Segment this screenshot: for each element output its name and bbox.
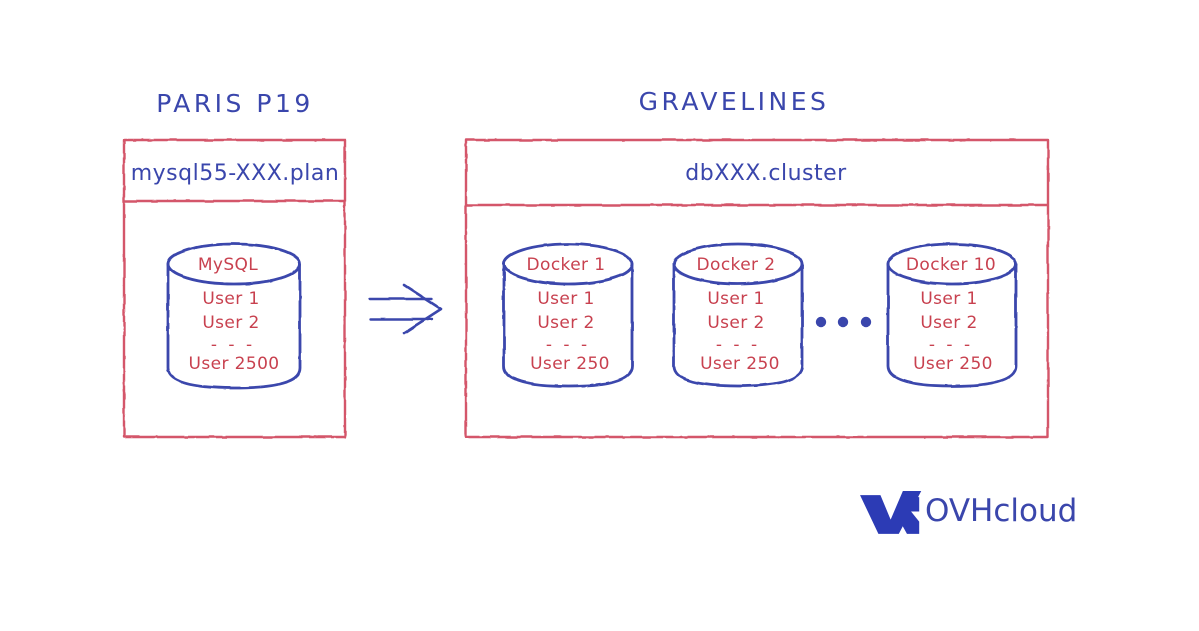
ovhcloud-logo-text: OVHcloud bbox=[925, 493, 1078, 529]
docker-1-ellipsis: - - - bbox=[545, 335, 591, 355]
docker-1-user-line-last: User 250 bbox=[530, 354, 610, 374]
left-zone-title: PARIS P19 bbox=[156, 89, 314, 118]
left-zone-box bbox=[122, 138, 347, 439]
left-zone-header-label: mysql55-XXX.plan bbox=[130, 161, 340, 186]
mysql-user-line-last: User 2500 bbox=[188, 354, 280, 374]
docker-10-user-line-last: User 250 bbox=[913, 354, 993, 374]
docker-1-user-line-2: User 2 bbox=[537, 313, 595, 333]
docker-10-user-line-1: User 1 bbox=[920, 289, 978, 309]
mysql-ellipsis: - - - bbox=[210, 335, 256, 355]
docker-10-title: Docker 10 bbox=[905, 255, 997, 275]
right-zone-box bbox=[464, 138, 1050, 439]
mysql-user-line-1: User 1 bbox=[202, 289, 260, 309]
right-zone-title: GRAVELINES bbox=[638, 87, 830, 116]
mysql-cylinder-title: MySQL bbox=[197, 255, 259, 275]
right-zone-header-label: dbXXX.cluster bbox=[685, 161, 847, 186]
docker-2-user-line-last: User 250 bbox=[700, 354, 780, 374]
migration-arrow-icon bbox=[368, 283, 443, 335]
docker-2-user-line-2: User 2 bbox=[707, 313, 765, 333]
docker-2-ellipsis: - - - bbox=[715, 335, 761, 355]
mysql-database-cylinder bbox=[166, 242, 302, 390]
docker-10-user-line-2: User 2 bbox=[920, 313, 978, 333]
docker-cylinder-10 bbox=[886, 242, 1018, 388]
docker-2-user-line-1: User 1 bbox=[707, 289, 765, 309]
docker-1-user-line-1: User 1 bbox=[537, 289, 595, 309]
docker-2-title: Docker 2 bbox=[696, 255, 776, 275]
docker-cylinder-1 bbox=[502, 242, 634, 388]
ovhcloud-logo-mark bbox=[860, 491, 922, 534]
mysql-user-line-2: User 2 bbox=[202, 313, 260, 333]
docker-1-title: Docker 1 bbox=[526, 255, 606, 275]
cylinder-gap-ellipsis bbox=[815, 316, 872, 328]
docker-cylinder-2 bbox=[672, 242, 804, 388]
docker-10-ellipsis: - - - bbox=[928, 335, 974, 355]
